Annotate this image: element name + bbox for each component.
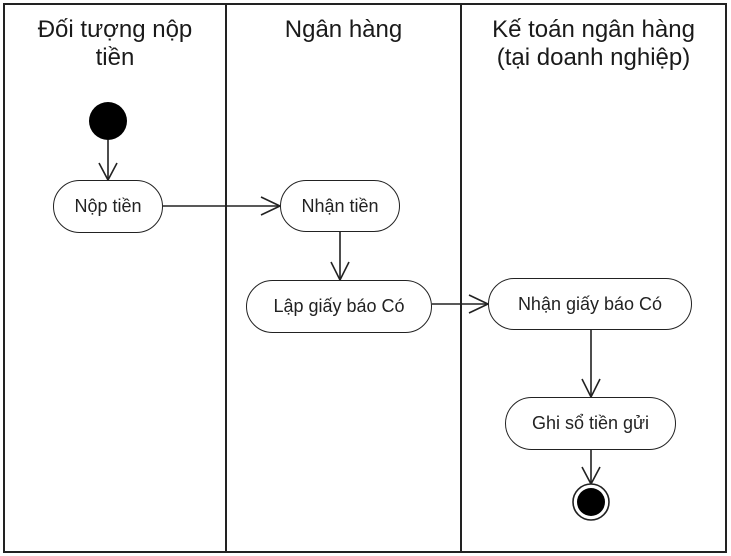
action-nop-tien: Nộp tiền [53, 180, 163, 233]
edge-nhan-giay-bao-co-to-ghi-so [581, 330, 601, 399]
lane-title-ke-toan-ngan-hang: Kế toán ngân hàng (tại doanh nghiệp) [463, 16, 724, 72]
edge-nop-tien-to-nhan-tien [163, 196, 282, 216]
edge-nhan-tien-to-lap-giay-bao-co [330, 232, 350, 282]
action-lap-giay-bao-co: Lập giấy báo Có [246, 280, 432, 333]
lane-title-line: Đối tượng nộp [37, 16, 193, 43]
action-ghi-so-tien-gui: Ghi sổ tiền gửi [505, 397, 676, 450]
edge-ghi-so-to-final [581, 450, 601, 486]
action-label: Nộp tiền [74, 196, 142, 216]
action-label: Lập giấy báo Có [273, 296, 405, 316]
action-label: Nhận giấy báo Có [517, 293, 663, 314]
lane-title-line: (tại doanh nghiệp) [496, 44, 691, 71]
final-node-icon [572, 483, 610, 521]
lane-title-line: tiền [95, 44, 135, 71]
diagram-frame [3, 3, 727, 553]
action-label: Ghi sổ tiền gửi [531, 413, 650, 433]
lane-title-doi-tuong-nop-tien: Đối tượng nộp tiền [6, 16, 224, 72]
lane-title-line: Kế toán ngân hàng [492, 16, 695, 43]
initial-node-icon [89, 102, 127, 140]
action-nhan-tien: Nhận tiền [280, 180, 400, 232]
lane-title-line: Ngân hàng [284, 16, 403, 43]
action-nhan-giay-bao-co: Nhận giấy báo Có [488, 278, 692, 330]
lane-title-ngan-hang: Ngân hàng [228, 16, 459, 44]
edge-start-to-nop-tien [98, 140, 118, 182]
action-label: Nhận tiền [301, 195, 379, 216]
